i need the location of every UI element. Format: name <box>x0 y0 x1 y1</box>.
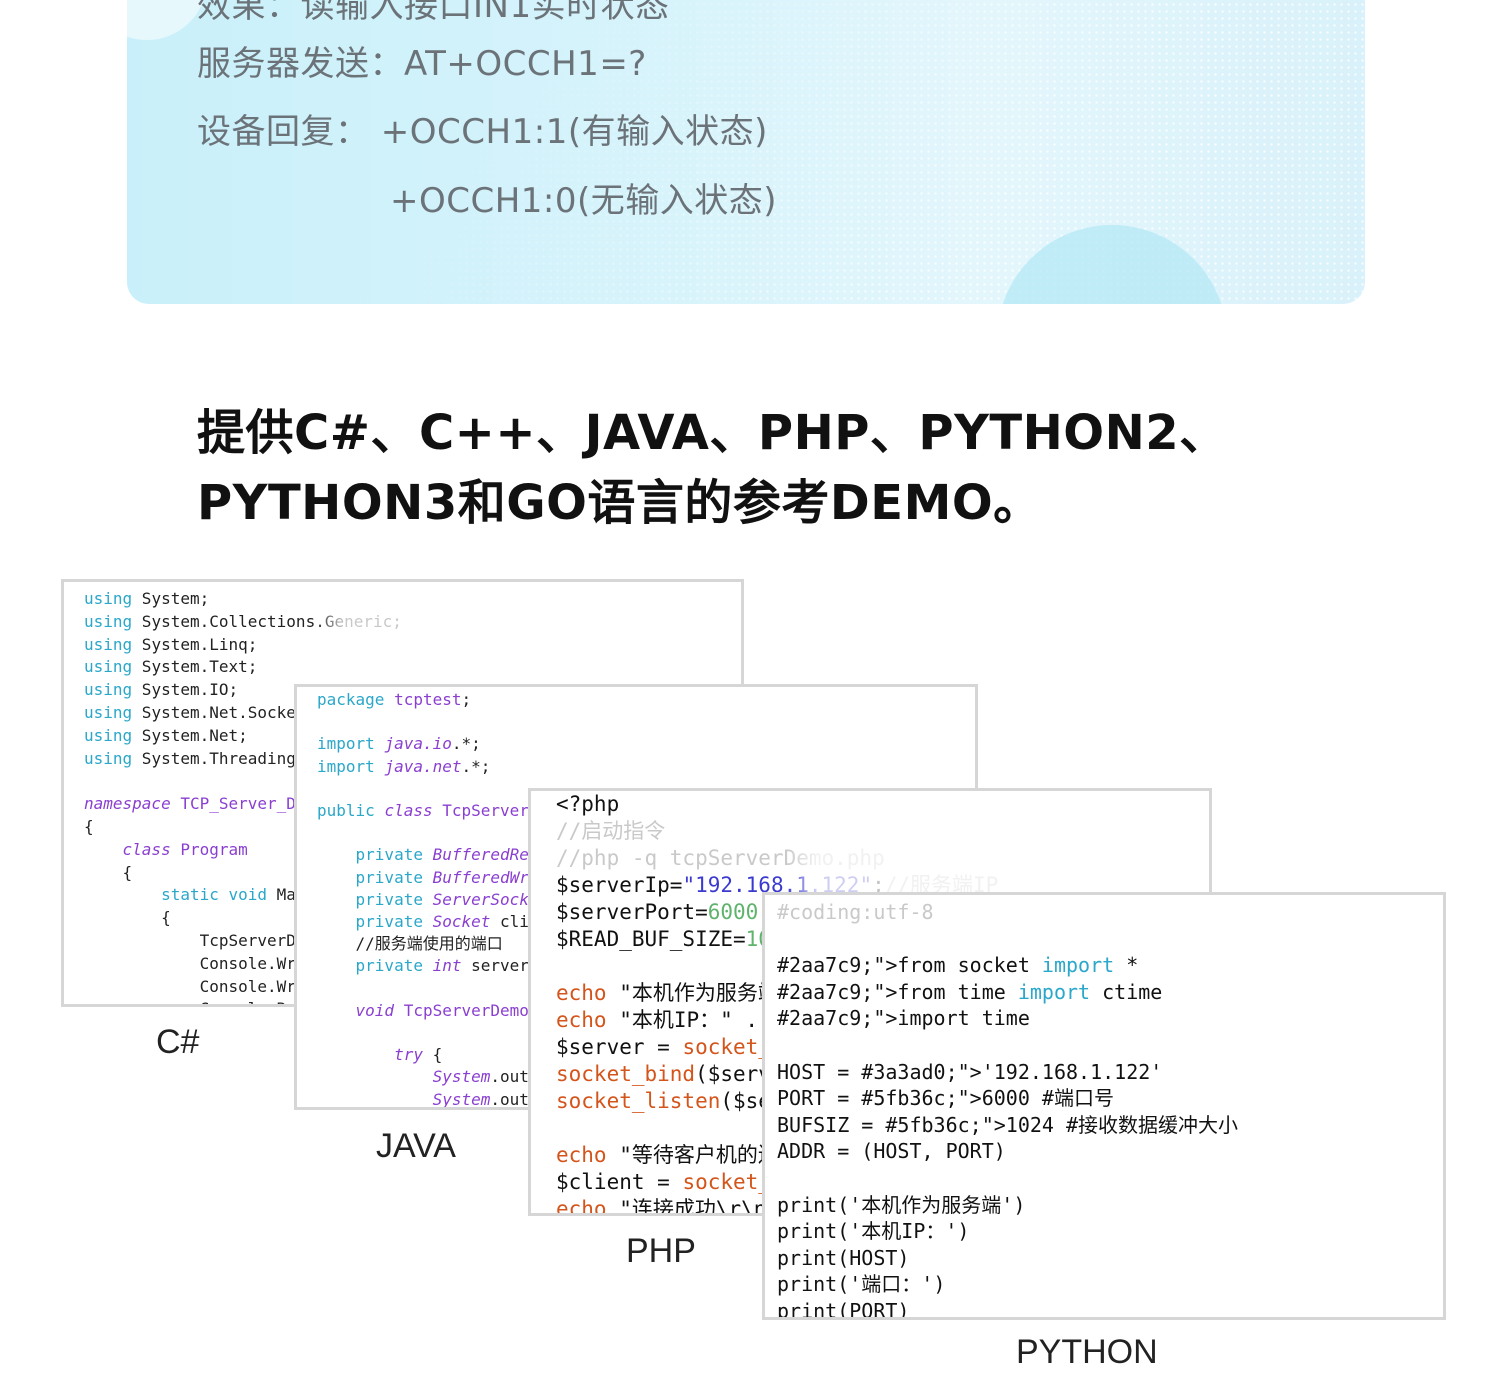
code-line: #coding:utf-8 <box>777 900 934 924</box>
code-line <box>317 711 789 733</box>
code-line: import java.io.*; <box>317 734 481 754</box>
code-line: BUFSIZ = #5fb36c;">1024 #接收数据缓冲大小 <box>777 1112 1239 1137</box>
info-reply-text: 设备回复： +OCCH1:1(有输入状态) <box>197 112 768 152</box>
python-code-panel: #coding:utf-8 #2aa7c9;">from socket impo… <box>762 892 1446 1320</box>
code-line: package tcptest; <box>317 690 472 709</box>
code-line: print('本机作为服务端') <box>777 1192 1026 1217</box>
code-line: using System.Collections.Generic; <box>84 611 402 631</box>
heading-line-1: 提供C#、C++、JAVA、PHP、PYTHON2、 <box>197 405 1228 461</box>
code-line: echo "连接成功\r\n"; <box>556 1197 792 1216</box>
java-label: JAVA <box>376 1127 456 1165</box>
code-line: HOST = #3a3ad0;">'192.168.1.122' <box>777 1059 1163 1084</box>
code-line: print(HOST) <box>777 1245 910 1270</box>
python-label: PYTHON <box>1016 1333 1158 1371</box>
code-line <box>777 1032 1238 1059</box>
php-label: PHP <box>626 1232 696 1270</box>
csharp-label: C# <box>156 1023 200 1061</box>
code-line: class Program <box>122 839 248 859</box>
code-line: //启动指令 <box>556 819 666 843</box>
code-line: using System.Threading; <box>84 748 306 768</box>
code-line: using System.IO; <box>84 680 239 700</box>
code-line: PORT = #5fb36c;">6000 #端口号 <box>777 1086 1114 1111</box>
code-line: #2aa7c9;">import time <box>777 1006 1030 1031</box>
code-line: using System.Linq; <box>84 634 258 654</box>
code-line: <?php <box>556 792 620 816</box>
code-line: import java.net.*; <box>317 756 491 776</box>
python-code: #coding:utf-8 #2aa7c9;">from socket impo… <box>765 895 1239 1320</box>
code-line: Console.ReadLine(); <box>84 998 460 1004</box>
code-line <box>777 1165 1238 1192</box>
code-line: using System.Net; <box>84 725 248 745</box>
code-line: { <box>84 862 133 882</box>
code-line: using System.Net.Sockets; <box>84 702 325 722</box>
code-line: using System; <box>84 589 210 608</box>
info-card <box>127 0 1365 304</box>
code-line: //服务端使用的端口 <box>317 934 503 954</box>
code-line <box>777 926 1238 953</box>
code-line: //php -q tcpServerDemo.php <box>556 846 885 870</box>
heading-line-2: PYTHON3和GO语言的参考DEMO。 <box>197 475 1042 531</box>
code-line: try { <box>394 1045 443 1065</box>
info-send-text: 服务器发送：AT+OCCH1=? <box>197 44 647 84</box>
code-line: #2aa7c9;">from socket import * <box>777 953 1139 978</box>
code-line: #2aa7c9;">from time import ctime <box>777 979 1163 1004</box>
code-line: { <box>84 908 171 928</box>
code-line: ADDR = (HOST, PORT) <box>777 1139 1006 1164</box>
csharp-code: using System; using System.Collections.Ge… <box>64 582 460 1004</box>
info-effect-text: 效果：读输入接口IN1实时状态 <box>197 0 670 26</box>
section-heading: 提供C#、C++、JAVA、PHP、PYTHON2、 PYTHON3和GO语言的… <box>197 398 1297 538</box>
code-line: using System.Text; <box>84 657 258 677</box>
code-line: print('本机IP：') <box>777 1219 970 1244</box>
code-line: namespace TCP_Server_Demo <box>84 794 325 814</box>
code-line: print(PORT) <box>777 1298 910 1320</box>
info-reply-text-2: +OCCH1:0(无输入状态) <box>390 181 778 221</box>
code-line: print('端口：') <box>777 1272 946 1297</box>
code-line: { <box>84 816 94 836</box>
